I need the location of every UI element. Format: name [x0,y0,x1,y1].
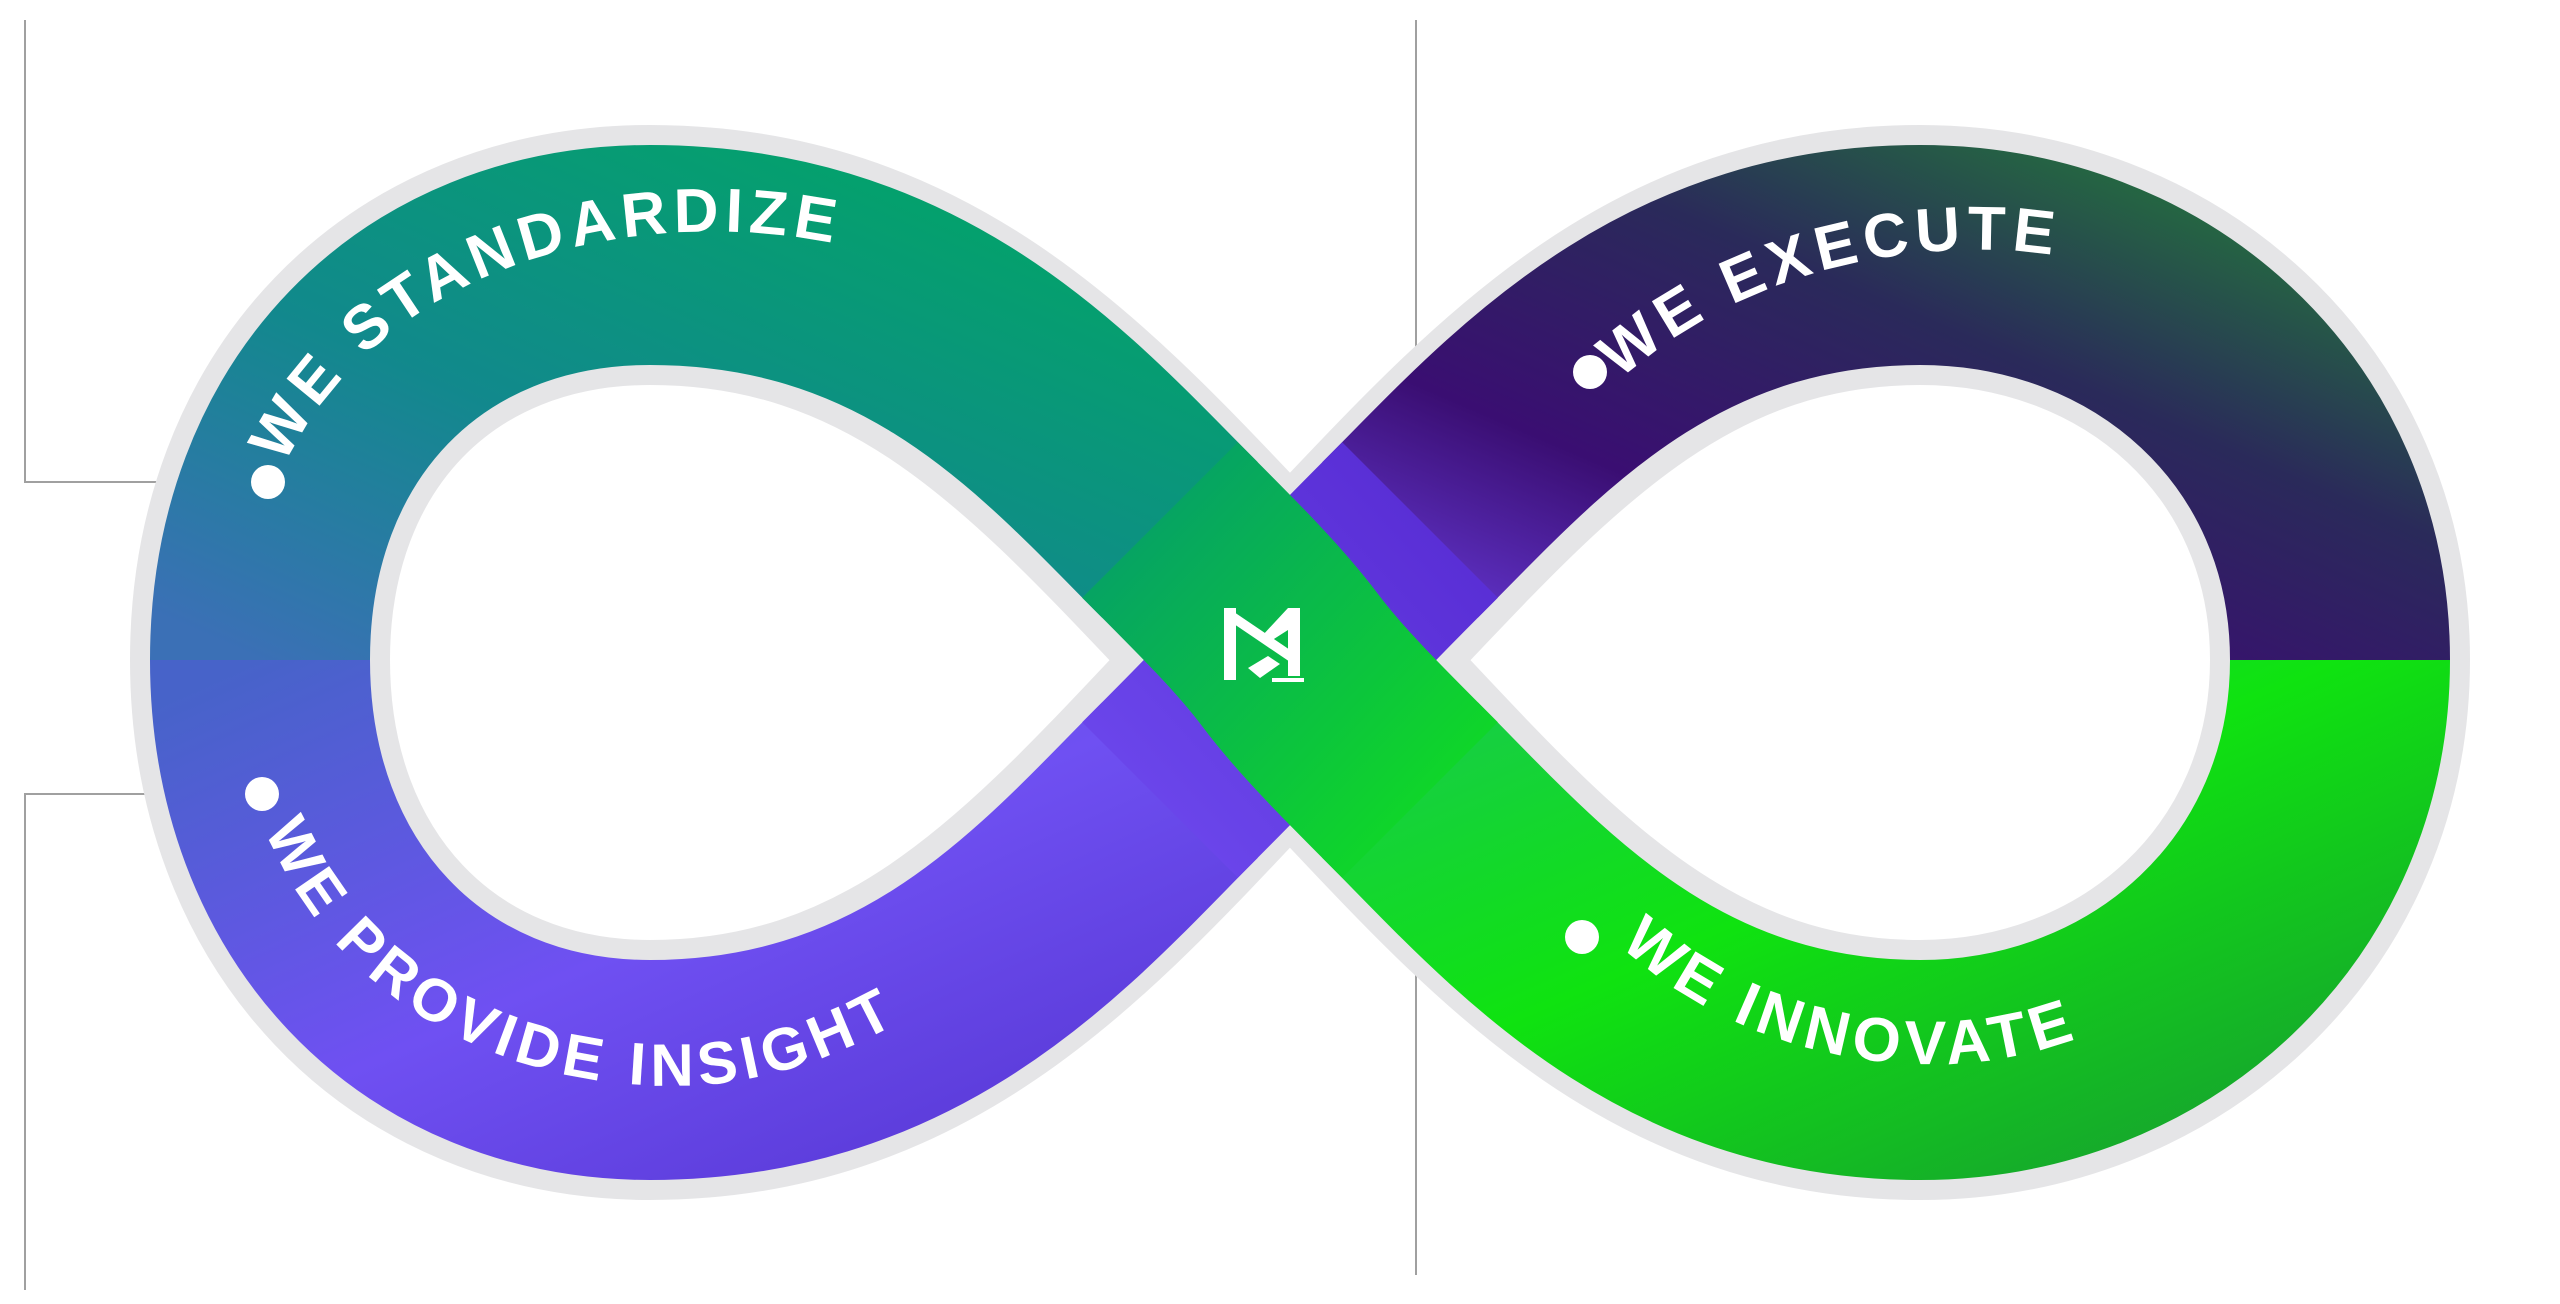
marker-dot-execute [1573,355,1607,389]
marker-dot-innovate [1565,920,1599,954]
band-segment-bottom-left [150,657,1258,1181]
marker-dot-insight [245,777,279,811]
band-segment-top-left [150,144,1258,663]
band-segment-bottom-right [1322,657,2450,1181]
marker-dot-standardize [251,465,285,499]
infinity-band [150,144,2450,1181]
brand-logo-icon [1224,608,1304,682]
band-segment-top-right [1322,144,2450,663]
markers [245,355,1607,954]
